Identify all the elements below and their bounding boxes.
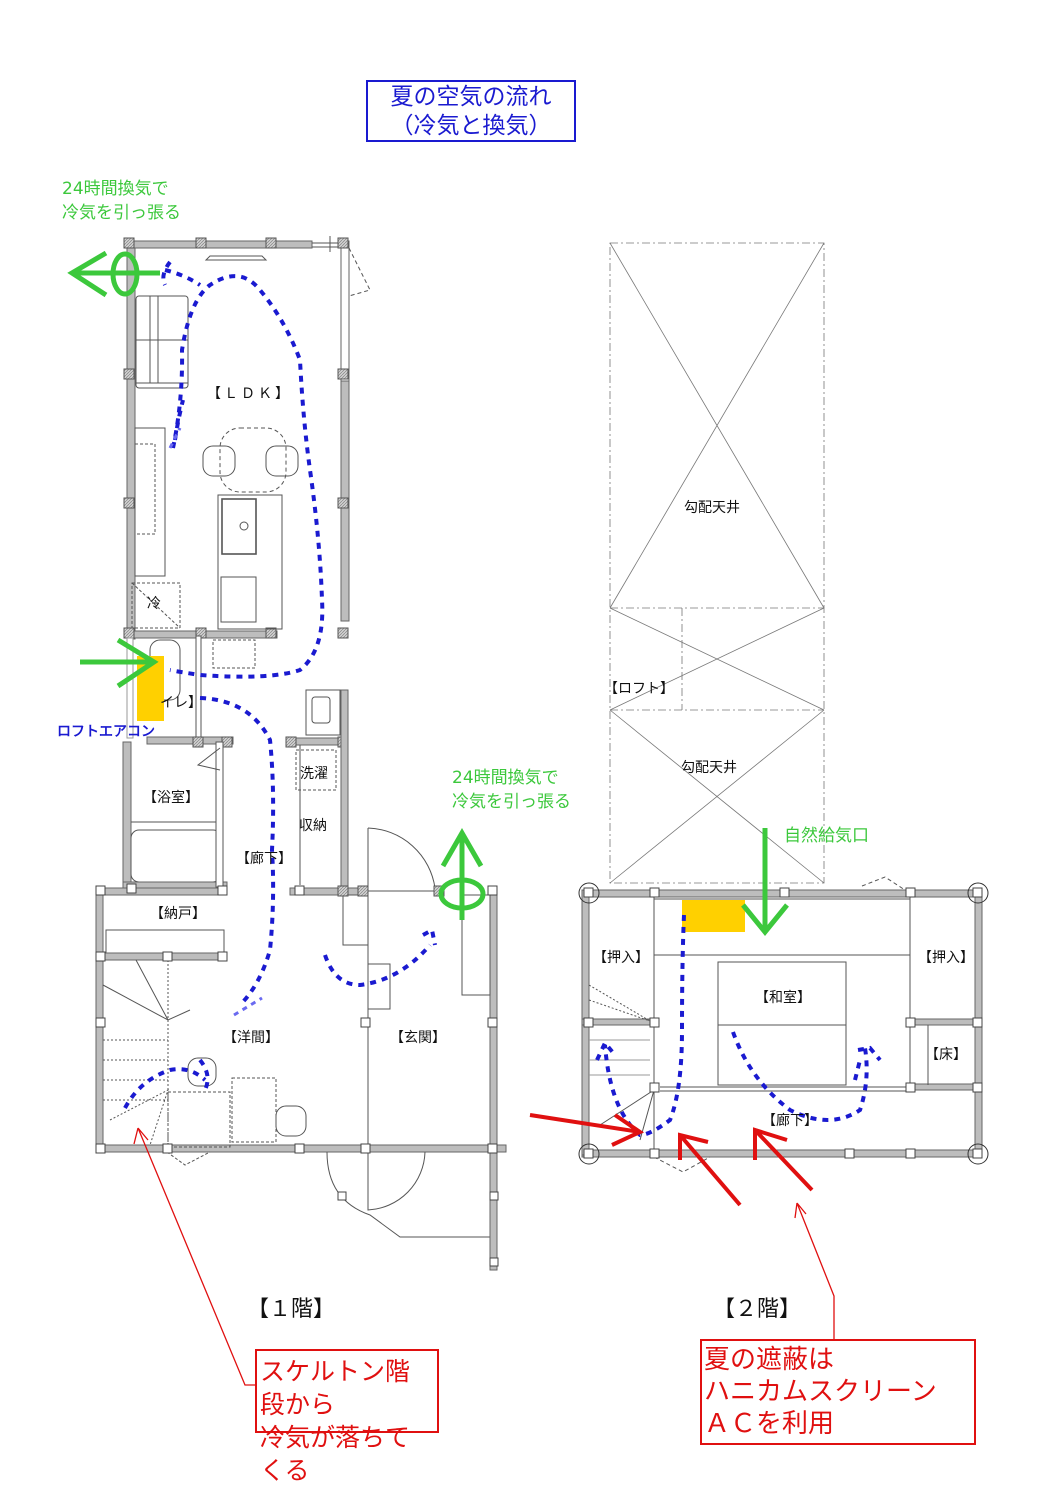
room-fridge: 冷: [147, 596, 161, 612]
callout-honeycomb-line-2: ハニカムスクリーン: [704, 1377, 937, 1407]
callout-honeycomb-line-1: 夏の遮蔽は: [704, 1345, 835, 1375]
room-bath: 【浴室】: [143, 790, 199, 806]
first-floor-plan: [95, 236, 507, 1271]
exhaust-arrow-ldk: [67, 250, 160, 298]
room-closet-right: 【押入】: [918, 950, 974, 966]
vent-note-ldk: 24時間換気で 冷気を引っ張る: [62, 177, 181, 225]
ventilation-arrows: [67, 250, 789, 936]
room-ldk: 【ＬＤＫ】: [207, 386, 292, 402]
vent-note-ldk-line-1: 24時間換気で: [62, 179, 169, 199]
callout-honeycomb-line-3: ＡＣを利用: [704, 1409, 835, 1439]
floor-label-2f: 【２階】: [713, 1297, 802, 1322]
arrow-into-loft-aircon: [80, 637, 159, 689]
room-storage: 収納: [299, 818, 327, 834]
vent-note-entrance: 24時間換気で 冷気を引っ張る: [452, 766, 571, 814]
loft-ceiling-plan: [609, 242, 825, 884]
room-western: 【洋間】: [223, 1030, 279, 1046]
callout-skeleton-stairs: スケルトン階段から 冷気が落ちてくる: [255, 1349, 439, 1485]
second-floor-plan: [578, 876, 989, 1173]
title-line-2: （冷気と換気）: [390, 113, 552, 139]
natural-inlet-arrow: [741, 828, 789, 936]
label-sloped-ceiling-lower: 勾配天井: [681, 760, 737, 776]
natural-inlet-label: 自然給気口: [784, 826, 869, 846]
floor-label-1f: 【１階】: [247, 1297, 336, 1322]
vent-note-entrance-line-2: 冷気を引っ張る: [452, 792, 571, 812]
callout-skeleton-stairs-line-1: スケルトン階段から: [260, 1357, 411, 1419]
vent-note-entrance-line-1: 24時間換気で: [452, 768, 559, 788]
room-closet-nando: 【納戸】: [150, 906, 206, 922]
diagram-title: 夏の空気の流れ （冷気と換気）: [366, 80, 576, 142]
room-entrance: 【玄関】: [390, 1030, 446, 1046]
callout-skeleton-stairs-line-2: 冷気が落ちてくる: [260, 1423, 411, 1485]
room-toilet: イレ】: [160, 695, 202, 711]
title-line-1: 夏の空気の流れ: [390, 84, 552, 110]
callout-leader-lines: [133, 1127, 835, 1386]
label-loft: 【ロフト】: [604, 681, 674, 697]
room-hallway-1f: 【廊下】: [236, 851, 292, 867]
cool-airflow-paths: [123, 260, 882, 1138]
room-laundry: 洗濯: [300, 766, 328, 782]
room-closet-left: 【押入】: [593, 950, 649, 966]
room-hallway-2f: 【廊下】: [762, 1113, 818, 1129]
vent-note-ldk-line-2: 冷気を引っ張る: [62, 203, 181, 223]
room-alcove: 【床】: [925, 1047, 967, 1063]
loft-aircon-label: ロフトエアコン: [57, 724, 155, 740]
sunlight-arrows: [529, 1113, 814, 1207]
label-sloped-ceiling-upper: 勾配天井: [684, 500, 740, 516]
room-japanese: 【和室】: [755, 990, 811, 1006]
aircon-marker-2f: [682, 900, 745, 932]
callout-honeycomb-screen: 夏の遮蔽は ハニカムスクリーン ＡＣを利用: [700, 1339, 976, 1445]
